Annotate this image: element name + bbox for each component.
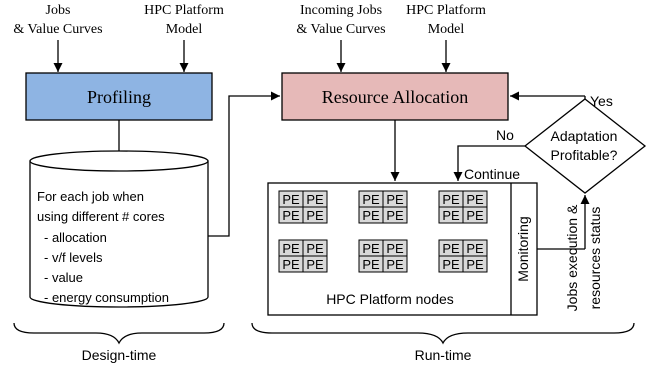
monitoring-label: Monitoring <box>515 216 531 281</box>
database-text-line1: For each job when <box>37 189 144 204</box>
yes-label: Yes <box>590 93 613 109</box>
pe-label: PE <box>442 241 460 256</box>
continue-label: Continue <box>464 166 520 182</box>
design-time-label: Design-time <box>82 347 157 363</box>
run-time-label: Run-time <box>415 347 472 363</box>
decision-text-line1: Adaptation <box>551 128 618 144</box>
pe-label: PE <box>282 208 300 223</box>
pe-label: PE <box>282 257 300 272</box>
database-item-value: - value <box>44 270 83 285</box>
pe-cell <box>382 206 408 224</box>
profiling-box <box>25 72 213 121</box>
profile-database <box>29 150 209 308</box>
database-item-vf-levels: - v/f levels <box>44 250 103 265</box>
pe-label: PE <box>362 192 380 207</box>
no-label: No <box>496 127 514 143</box>
pe-cell <box>302 206 328 224</box>
database-item-allocation: - allocation <box>44 230 107 245</box>
pe-label: PE <box>466 192 484 207</box>
pe-label: PE <box>362 241 380 256</box>
status-text-line1: Jobs execution & <box>564 204 580 311</box>
pe-label: PE <box>386 241 404 256</box>
pe-label: PE <box>442 257 460 272</box>
pe-cell <box>462 206 488 224</box>
pe-label: PE <box>466 208 484 223</box>
database-item-energy: - energy consumption <box>44 290 169 305</box>
hpc-model-input-label-2: Model <box>166 22 203 37</box>
run-time-brace <box>251 322 635 345</box>
pe-cell <box>302 255 328 273</box>
jobs-input-label: Jobs <box>46 3 71 18</box>
adaptation-decision-diamond <box>523 98 647 194</box>
no-arrow <box>453 145 525 181</box>
pe-label: PE <box>362 208 380 223</box>
pe-label: PE <box>306 208 324 223</box>
pe-label: PE <box>282 192 300 207</box>
pe-label: PE <box>386 192 404 207</box>
pe-label: PE <box>282 241 300 256</box>
pe-label: PE <box>386 208 404 223</box>
hpc-model-input-label-runtime: HPC Platform <box>406 3 486 18</box>
status-text-line2: resources status <box>587 207 603 310</box>
pe-label: PE <box>306 192 324 207</box>
hpc-model-input-label-runtime-2: Model <box>428 22 465 37</box>
pe-cell <box>462 255 488 273</box>
hpc-model-input-label: HPC Platform <box>144 3 224 18</box>
resource-allocation-label: Resource Allocation <box>322 87 468 107</box>
database-text-line2: using different # cores <box>37 209 165 224</box>
design-time-brace <box>13 322 225 345</box>
pe-cell <box>382 255 408 273</box>
pe-label: PE <box>306 257 324 272</box>
pe-label: PE <box>386 257 404 272</box>
decision-text-line2: Profitable? <box>551 147 618 163</box>
pe-label: PE <box>442 192 460 207</box>
pe-label: PE <box>466 241 484 256</box>
platform-nodes-label: HPC Platform nodes <box>326 291 454 307</box>
pe-label: PE <box>442 208 460 223</box>
pe-label: PE <box>306 241 324 256</box>
jobs-input-label-2: & Value Curves <box>13 22 102 37</box>
profiling-label: Profiling <box>87 87 151 107</box>
incoming-jobs-label: Incoming Jobs <box>300 3 382 18</box>
pe-label: PE <box>362 257 380 272</box>
database-to-allocation-arrow <box>208 91 280 237</box>
pe-label: PE <box>466 257 484 272</box>
incoming-jobs-label-2: & Value Curves <box>296 22 385 37</box>
